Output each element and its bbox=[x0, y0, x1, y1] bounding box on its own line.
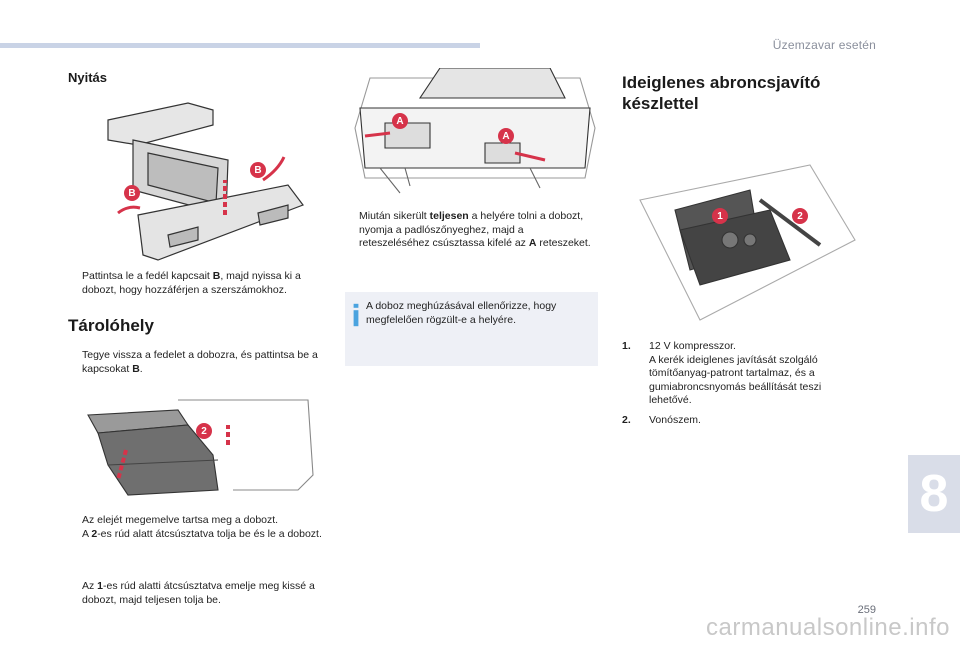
instruction-open: Pattintsa le a fedél kapcsait B, majd ny… bbox=[68, 270, 318, 297]
arrow-icon bbox=[262, 156, 286, 182]
list-item: 1. 12 V kompresszor.A kerék ideiglenes j… bbox=[622, 340, 822, 406]
callout-a-2: A bbox=[498, 128, 514, 144]
chapter-tab bbox=[908, 455, 960, 533]
heading-storage: Tárolóhely bbox=[68, 316, 154, 335]
instruction-push: Miután sikerült teljesen a helyére tolni… bbox=[359, 210, 591, 249]
figure-storage bbox=[87, 399, 314, 496]
instruction-slide1: Az 1-es rúd alatti átcsúsztatva emelje m… bbox=[82, 580, 315, 606]
callout-2: 2 bbox=[792, 208, 808, 224]
list-item: 2. Vonószem. bbox=[622, 413, 701, 426]
heading-open: Nyitás bbox=[68, 70, 108, 85]
callout-1: 1 bbox=[712, 208, 728, 224]
note-text: A doboz meghúzásával ellenőrizze, hogy m… bbox=[366, 300, 557, 326]
figure-kit bbox=[639, 164, 856, 321]
page-number: 259 bbox=[857, 604, 876, 616]
callout-b-1: B bbox=[124, 185, 140, 201]
instruction-lift-group: Az elejét megemelve tartsa meg a dobozt.… bbox=[82, 514, 322, 540]
kit-items: 1. 12 V kompresszor.A kerék ideiglenes j… bbox=[622, 340, 862, 433]
chapter-number: 8 bbox=[919, 465, 949, 523]
arrow-icon bbox=[117, 205, 141, 215]
callout-2: 2 bbox=[196, 423, 212, 439]
figure-latch bbox=[354, 68, 596, 194]
note-box bbox=[345, 292, 598, 366]
watermark: carmanualsonline.info bbox=[706, 614, 950, 641]
heading-kit: Ideiglenes abroncsjavító készlettel bbox=[622, 73, 821, 113]
instruction-storage: Tegye vissza a fedelet a dobozra, és pat… bbox=[82, 349, 318, 375]
callout-b-2: B bbox=[250, 162, 266, 178]
arrow-icon bbox=[116, 449, 128, 481]
section-title: Üzemzavar esetén bbox=[772, 38, 876, 52]
bullet bbox=[68, 270, 82, 297]
arrow-icon bbox=[364, 131, 391, 138]
figure-open-box bbox=[107, 102, 304, 261]
arrow-icon bbox=[514, 151, 546, 162]
header-bar bbox=[0, 43, 480, 48]
callout-a-1: A bbox=[392, 113, 408, 129]
info-icon bbox=[353, 303, 359, 327]
